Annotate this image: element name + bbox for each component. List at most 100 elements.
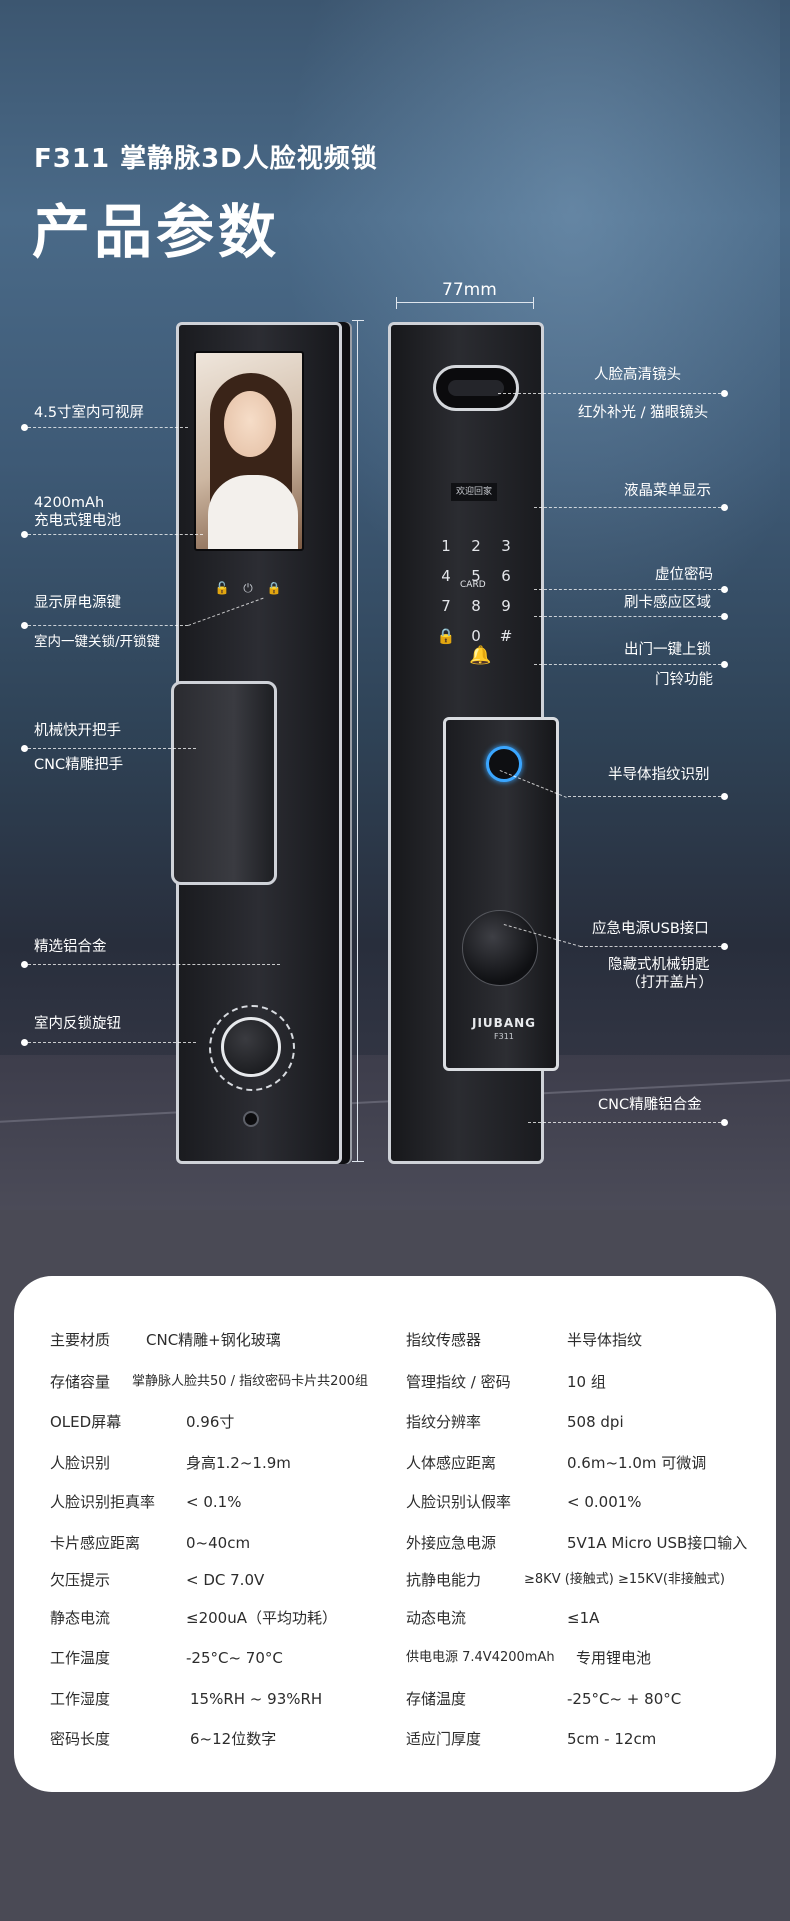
callout-dot xyxy=(721,1119,728,1126)
card-label: CARD xyxy=(460,580,486,590)
callout-leader xyxy=(534,589,721,590)
spec-value: -25°C~ 70°C xyxy=(186,1649,283,1667)
key-1: 1 xyxy=(441,537,451,555)
mechanical-handle xyxy=(171,681,277,885)
key-2: 2 xyxy=(471,537,481,555)
key-3: 3 xyxy=(501,537,511,555)
spec-label: 指纹传感器 xyxy=(406,1331,482,1349)
spec-label: OLED屏幕 xyxy=(50,1413,122,1431)
width-dimension-line xyxy=(396,297,534,309)
spec-label: 适应门厚度 xyxy=(406,1730,482,1748)
lock-key-icon: 🔒 xyxy=(436,627,456,645)
spec-value: 0~40cm xyxy=(186,1534,251,1552)
label-rechargeable-battery: 充电式锂电池 xyxy=(34,513,121,529)
key-9: 9 xyxy=(501,597,511,615)
spec-value: ≤200uA（平均功耗） xyxy=(186,1609,337,1627)
spec-value: 专用锂电池 xyxy=(576,1649,652,1667)
inner-lock-keys: 🔓 ⏻ 🔒 xyxy=(213,577,293,597)
callout-dot xyxy=(21,745,28,752)
unlock-icon: 🔓 xyxy=(214,581,230,595)
spec-value: 0.96寸 xyxy=(186,1413,235,1431)
spec-row: 工作温度 -25°C~ 70°C 供电电源 7.4V4200mAh 专用锂电池 xyxy=(14,1646,776,1670)
spec-value: CNC精雕+钢化玻璃 xyxy=(146,1331,281,1349)
screen-portrait-body xyxy=(208,475,298,549)
spec-value: 15%RH ~ 93%RH xyxy=(190,1690,323,1708)
key-0: 0 xyxy=(471,627,481,645)
callout-leader xyxy=(28,964,280,965)
key-hash: # xyxy=(499,627,513,645)
key-cylinder xyxy=(243,1111,259,1127)
model-label: F311 xyxy=(494,1032,514,1041)
spec-label: 指纹分辨率 xyxy=(406,1413,482,1431)
callout-leader xyxy=(28,625,188,626)
callout-dot xyxy=(21,531,28,538)
key-4: 4 xyxy=(441,567,451,585)
label-face-camera: 人脸高清镜头 xyxy=(594,367,681,383)
callout-leader xyxy=(28,534,203,535)
callout-leader xyxy=(28,427,188,428)
label-usb-port: 应急电源USB接口 xyxy=(592,921,709,937)
spec-value: 6~12位数字 xyxy=(190,1730,277,1748)
spec-row: 存储容量 掌静脉人脸共50 / 指纹密码卡片共200组 管理指纹 / 密码 10… xyxy=(14,1370,776,1394)
spec-label: 主要材质 xyxy=(50,1331,111,1349)
indoor-video-screen xyxy=(194,351,304,551)
key-5: 5 xyxy=(471,567,481,585)
callout-leader xyxy=(534,616,721,617)
label-lcd-menu: 液晶菜单显示 xyxy=(624,483,711,499)
spec-value: 5V1A Micro USB接口输入 xyxy=(567,1534,748,1552)
knob-ring xyxy=(209,1005,295,1091)
spec-row: 主要材质 CNC精雕+钢化玻璃 指纹传感器 半导体指纹 xyxy=(14,1328,776,1352)
key-8: 8 xyxy=(471,597,481,615)
callout-dot xyxy=(721,793,728,800)
callout-dot xyxy=(721,586,728,593)
key-cover xyxy=(462,910,538,986)
callout-dot xyxy=(21,424,28,431)
spec-label: 人脸识别认假率 xyxy=(406,1493,512,1511)
section-title: 产品参数 xyxy=(32,198,281,266)
spec-label: 抗静电能力 xyxy=(406,1571,482,1589)
spec-value: 10 组 xyxy=(567,1373,606,1391)
power-icon: ⏻ xyxy=(243,581,253,595)
spec-label: 欠压提示 xyxy=(50,1571,111,1589)
face-camera xyxy=(433,365,519,411)
spec-value: ≥8KV (接触式) ≥15KV(非接触式) xyxy=(524,1572,725,1587)
label-fingerprint: 半导体指纹识别 xyxy=(608,767,710,783)
spec-value: ≤1A xyxy=(567,1609,600,1627)
spec-value: 0.6m~1.0m 可微调 xyxy=(567,1454,707,1472)
spec-label: 外接应急电源 xyxy=(406,1534,497,1552)
hero-banner: F311 掌静脉3D人脸视频锁 产品参数 77mm 404mm 🔓⏻🔒 欢迎回家… xyxy=(0,0,790,1210)
anti-lock-knob xyxy=(221,1017,281,1077)
width-dimension-label: 77mm xyxy=(442,280,497,300)
spec-label: 管理指纹 / 密码 xyxy=(406,1373,511,1391)
spec-label: 工作温度 xyxy=(50,1649,111,1667)
inner-lock-body: 🔓 ⏻ 🔒 xyxy=(171,322,342,1164)
spec-value: < 0.001% xyxy=(567,1493,642,1511)
spec-row: 卡片感应距离 0~40cm 外接应急电源 5V1A Micro USB接口输入 xyxy=(14,1531,776,1555)
callout-dot xyxy=(721,661,728,668)
spec-label: 动态电流 xyxy=(406,1609,467,1627)
key-7: 7 xyxy=(441,597,451,615)
callout-leader xyxy=(28,1042,196,1043)
callout-dot xyxy=(721,390,728,397)
label-aluminum-alloy: 精选铝合金 xyxy=(34,939,107,955)
lcd-display: 欢迎回家 xyxy=(451,483,497,501)
spec-row: 静态电流 ≤200uA（平均功耗） 动态电流 ≤1A xyxy=(14,1606,776,1630)
spec-label: 工作湿度 xyxy=(50,1690,111,1708)
spec-label: 存储温度 xyxy=(406,1690,467,1708)
label-virtual-password: 虚位密码 xyxy=(655,567,713,583)
label-doorbell: 门铃功能 xyxy=(655,672,713,688)
spec-row: 欠压提示 < DC 7.0V 抗静电能力 ≥8KV (接触式) ≥15KV(非接… xyxy=(14,1568,776,1592)
callout-dot xyxy=(21,622,28,629)
product-title: F311 掌静脉3D人脸视频锁 xyxy=(34,144,378,174)
spec-label: 卡片感应距离 xyxy=(50,1534,141,1552)
spec-value: -25°C~ + 80°C xyxy=(567,1690,682,1708)
spec-value: 5cm - 12cm xyxy=(567,1730,657,1748)
spec-label: 人体感应距离 xyxy=(406,1454,497,1472)
lock-icon: 🔒 xyxy=(266,581,282,595)
spec-table: 主要材质 CNC精雕+钢化玻璃 指纹传感器 半导体指纹 存储容量 掌静脉人脸共5… xyxy=(14,1276,776,1792)
spec-value: 508 dpi xyxy=(567,1413,624,1431)
label-anti-lock-knob: 室内反锁旋钮 xyxy=(34,1016,121,1032)
brand-logo: JIUBANG xyxy=(472,1016,536,1030)
label-battery-capacity: 4200mAh xyxy=(34,495,105,511)
